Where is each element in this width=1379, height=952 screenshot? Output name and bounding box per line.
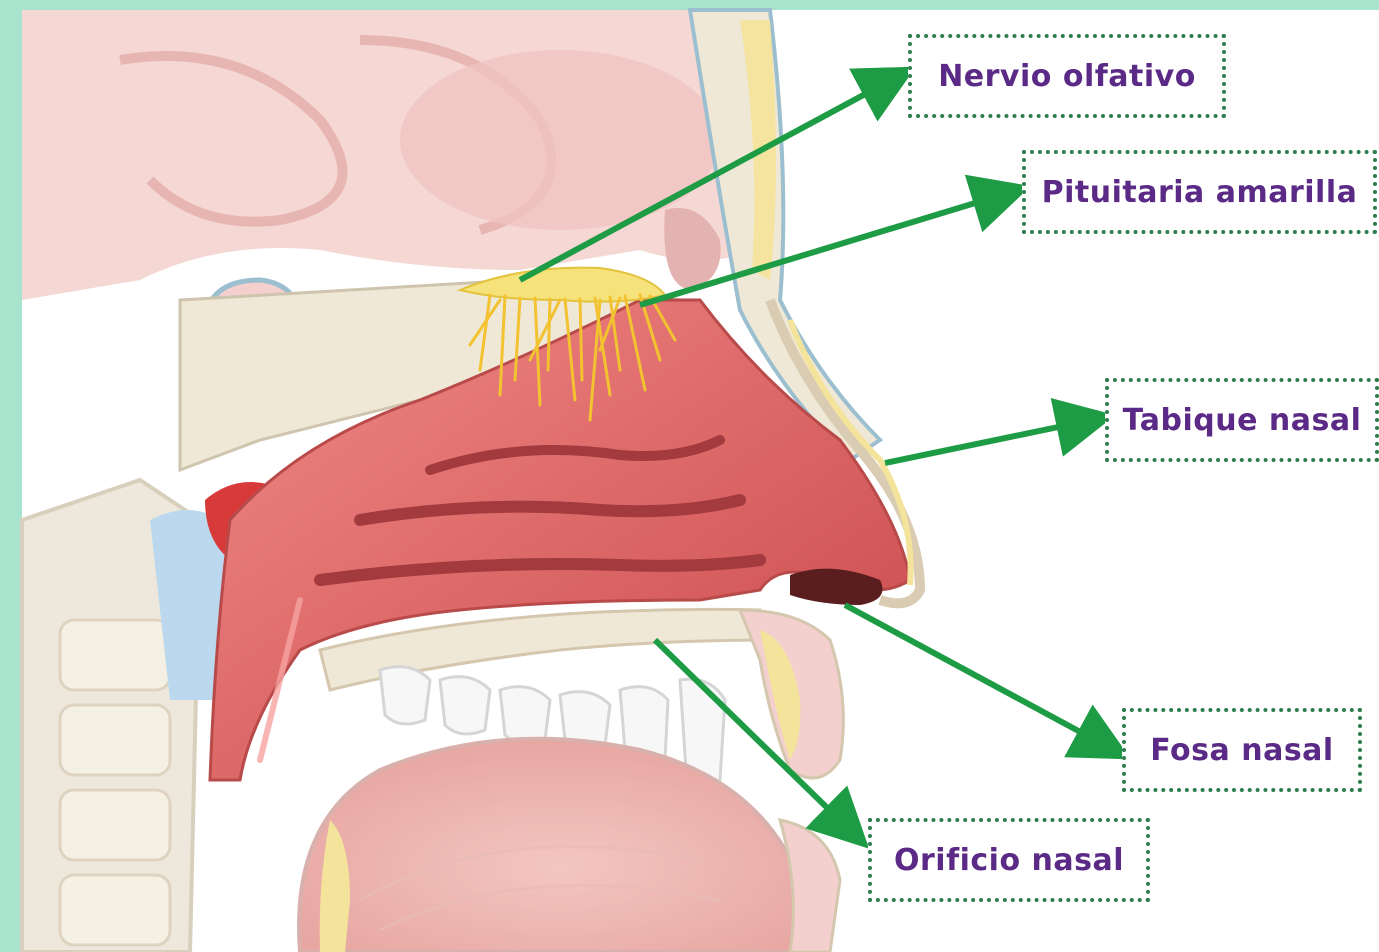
label-tabique-nasal: Tabique nasal: [1105, 378, 1379, 462]
label-text: Orificio nasal: [894, 843, 1124, 878]
label-nervio-olfativo: Nervio olfativo: [908, 34, 1226, 118]
label-orificio-nasal: Orificio nasal: [868, 818, 1150, 902]
label-text: Nervio olfativo: [938, 59, 1196, 94]
label-text: Tabique nasal: [1123, 403, 1362, 438]
label-pituitaria-amarilla: Pituitaria amarilla: [1022, 150, 1377, 234]
brain-lobe: [400, 50, 720, 230]
label-text: Fosa nasal: [1150, 733, 1333, 768]
label-text: Pituitaria amarilla: [1042, 175, 1358, 210]
label-fosa-nasal: Fosa nasal: [1122, 708, 1362, 792]
